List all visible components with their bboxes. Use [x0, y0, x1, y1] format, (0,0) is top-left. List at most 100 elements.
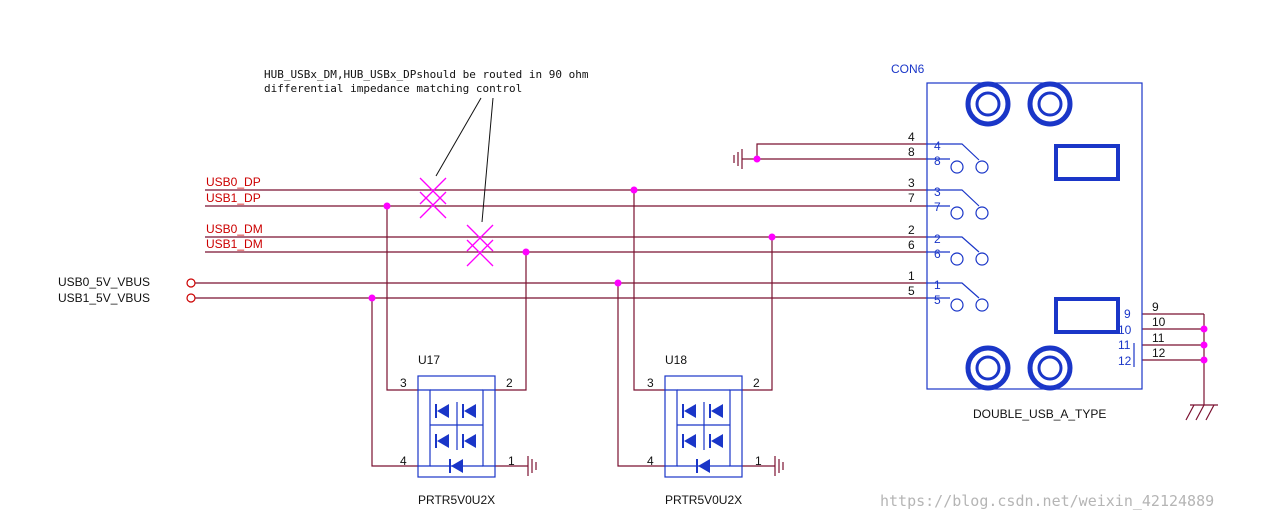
connector-pin-numbers-outer: 4 8 3 7 2 6 1 5 9 10 11 12 [908, 130, 1166, 360]
connector-ref: CON6 [891, 62, 925, 76]
pin-number: 10 [1118, 323, 1132, 337]
pin-number: 3 [400, 376, 407, 390]
junction-dot [614, 279, 622, 287]
pin-number: 7 [908, 191, 915, 205]
pin-number: 4 [908, 130, 915, 144]
chip-internal-wiring [665, 389, 742, 467]
junction-dot [753, 155, 761, 163]
net-label-usb1-dm: USB1_DM [206, 237, 263, 251]
tvs-diodes [435, 404, 476, 473]
diode-icon [684, 434, 696, 448]
pin-number: 5 [934, 293, 941, 307]
wires [195, 143, 1205, 467]
chip-body [417, 375, 496, 478]
junctions [368, 155, 1208, 364]
junction-dot [1200, 356, 1208, 364]
tvs-array-u17: U17 PRTR5V0U2X 3 2 4 1 [400, 353, 515, 507]
note-line-1: HUB_USBx_DM,HUB_USBx_DPshould be routed … [264, 68, 589, 81]
net-label-usb0-dp: USB0_DP [206, 175, 261, 189]
port-labels: USB0_5V_VBUS USB1_5V_VBUS [58, 275, 150, 305]
pin-number: 3 [908, 176, 915, 190]
pin-number: 2 [506, 376, 513, 390]
chip-ref: U17 [418, 353, 440, 367]
chip-body [664, 375, 743, 478]
connector-con6: CON6 DOUBLE_USB_A_TYPE 4 8 3 [891, 62, 1166, 421]
note-leader-dp [435, 97, 482, 177]
connector-contacts [926, 143, 1135, 367]
junction-dot [768, 233, 776, 241]
wire-u17-pin4 [371, 298, 418, 467]
pin-number: 4 [647, 454, 654, 468]
net-labels: USB0_DP USB1_DP USB0_DM USB1_DM [206, 175, 263, 251]
note-leaders [435, 97, 494, 223]
wire-u18-pin2 [742, 237, 773, 391]
wire-u18-pin3 [633, 190, 665, 391]
pin-number: 5 [908, 284, 915, 298]
wire-u17-pin2 [495, 252, 527, 391]
pin-number: 9 [1124, 307, 1131, 321]
chip-value: PRTR5V0U2X [418, 493, 495, 507]
pin-number: 2 [934, 232, 941, 246]
diode-icon [698, 459, 710, 473]
pin-number: 12 [1118, 354, 1132, 368]
pin-number: 7 [934, 200, 941, 214]
diff-pair-marker-dp [419, 177, 447, 219]
pin-number: 10 [1152, 315, 1166, 329]
diode-icon [684, 404, 696, 418]
ground-symbol-u18 [774, 456, 784, 476]
junction-dot [1200, 325, 1208, 333]
junction-dot [1200, 341, 1208, 349]
note-leader-dm [481, 97, 494, 223]
connector-shell-holes [965, 81, 1073, 391]
pin-number: 1 [908, 269, 915, 283]
pin-number: 3 [934, 185, 941, 199]
junction-dot [522, 248, 530, 256]
connector-pin-numbers-inner: 4 8 3 7 2 6 1 5 9 10 11 12 [934, 139, 1132, 368]
pin-number: 11 [1118, 338, 1131, 352]
diode-icon [711, 404, 723, 418]
pin-number: 2 [908, 223, 915, 237]
pin-number: 4 [400, 454, 407, 468]
diode-icon [451, 459, 463, 473]
port-label-usb1-vbus: USB1_5V_VBUS [58, 291, 150, 305]
junction-dot [383, 202, 391, 210]
note-line-2: differential impedance matching control [264, 82, 522, 95]
diff-pair-marker-dm [466, 224, 494, 267]
chassis-ground-symbol [1185, 404, 1218, 421]
diode-icon [711, 434, 723, 448]
pin-number: 11 [1152, 331, 1165, 345]
pin-number: 8 [934, 154, 941, 168]
junction-dot [368, 294, 376, 302]
net-label-usb1-dp: USB1_DP [206, 191, 261, 205]
chip-ref: U18 [665, 353, 687, 367]
routing-note: HUB_USBx_DM,HUB_USBx_DPshould be routed … [264, 68, 589, 95]
pin-number: 9 [1152, 300, 1159, 314]
connector-port-upper [1054, 144, 1120, 181]
diode-icon [437, 404, 449, 418]
pin-number: 1 [508, 454, 515, 468]
pin-number: 2 [753, 376, 760, 390]
pin-number: 6 [934, 247, 941, 261]
wire-u18-pin4 [617, 283, 665, 467]
wire-u17-pin3 [386, 206, 418, 391]
diode-icon [464, 434, 476, 448]
terminal-usb1-vbus [186, 293, 196, 303]
diode-icon [437, 434, 449, 448]
net-label-usb0-dm: USB0_DM [206, 222, 263, 236]
port-label-usb0-vbus: USB0_5V_VBUS [58, 275, 150, 289]
pin-number: 1 [934, 278, 941, 292]
chip-internal-wiring [418, 389, 495, 467]
tvs-diodes [682, 404, 723, 473]
pin-number: 12 [1152, 346, 1166, 360]
pin-number: 6 [908, 238, 915, 252]
diode-icon [464, 404, 476, 418]
junction-dot [630, 186, 638, 194]
pin-number: 8 [908, 145, 915, 159]
ground-symbol-u17 [527, 456, 537, 476]
chip-value: PRTR5V0U2X [665, 493, 742, 507]
pin-number: 3 [647, 376, 654, 390]
connector-value: DOUBLE_USB_A_TYPE [973, 407, 1106, 421]
pin-number: 4 [934, 139, 941, 153]
watermark-text: https://blog.csdn.net/weixin_42124889 [880, 492, 1214, 510]
